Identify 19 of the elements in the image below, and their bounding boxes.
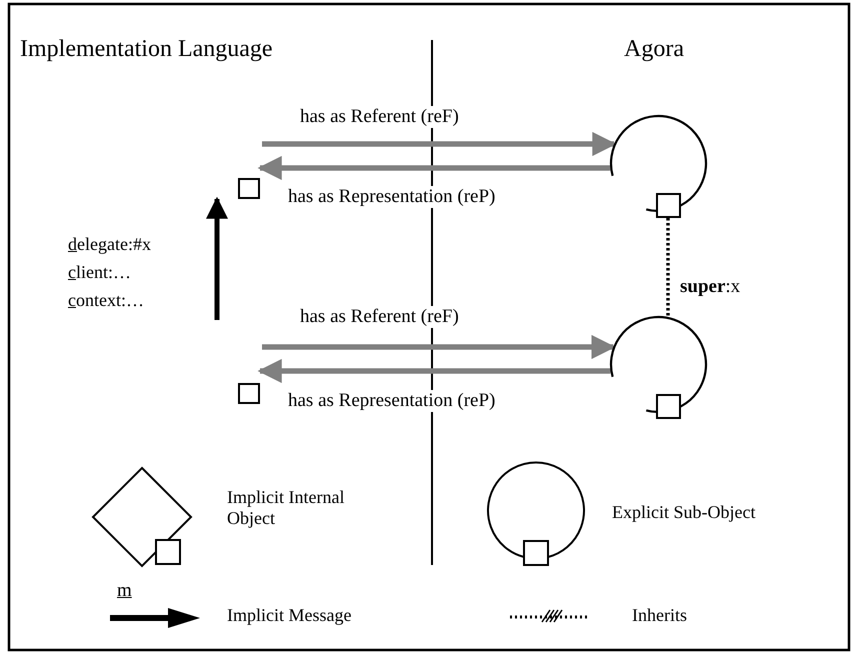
small-square xyxy=(238,383,260,404)
small-square xyxy=(656,193,681,218)
small-square xyxy=(656,394,681,419)
column-heading: Implementation Language xyxy=(20,36,273,64)
small-square xyxy=(238,178,260,199)
legend-text: Implicit Message xyxy=(227,605,352,626)
arrow xyxy=(262,334,616,360)
legend-text: Inherits xyxy=(632,605,687,626)
arrow xyxy=(258,358,610,384)
edge-label: has as Representation (reP) xyxy=(288,390,496,412)
edge-label: has as Referent (reF) xyxy=(300,306,459,328)
legend-text: Explicit Sub-Object xyxy=(612,502,756,523)
arrow xyxy=(262,132,617,156)
arrow xyxy=(258,156,610,180)
legend-text: Implicit Internal Object xyxy=(227,487,345,528)
inheritance-line xyxy=(666,218,670,317)
arrow xyxy=(206,196,228,320)
edge-label: has as Referent (reF) xyxy=(300,106,459,128)
edge-label: has as Representation (reP) xyxy=(288,186,496,208)
